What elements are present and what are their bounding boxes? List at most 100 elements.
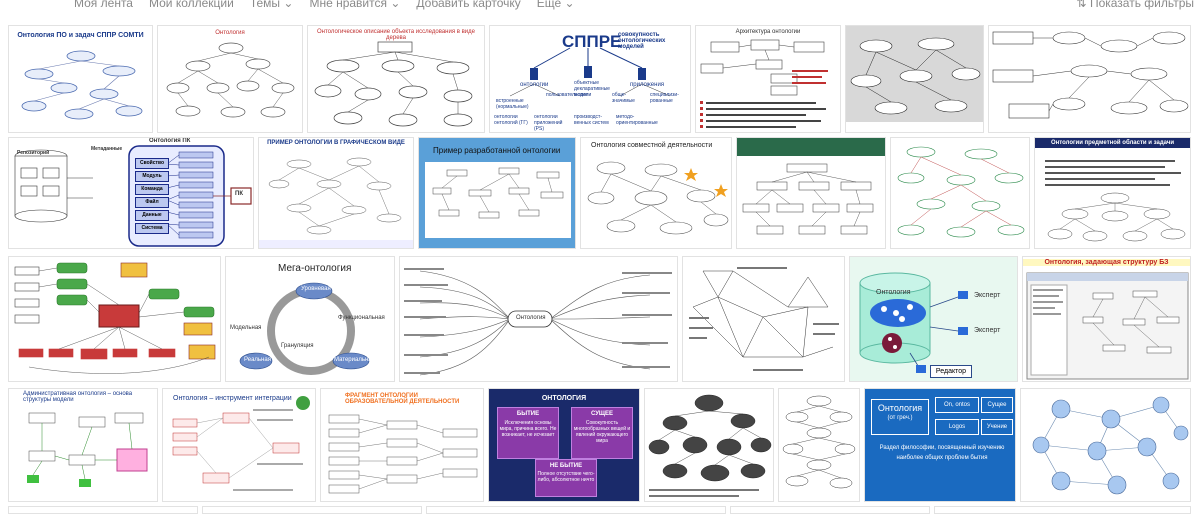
image-card[interactable]: Пример разработанной онтологии	[418, 137, 576, 249]
image-card[interactable]: Архитектура онтологии	[695, 25, 841, 133]
node-label: Грануляция	[281, 343, 314, 349]
image-card[interactable]: Онтология Эксперт Эксперт Редактор	[849, 256, 1018, 382]
concept-label: Файл	[145, 199, 159, 205]
diagram-graphic	[509, 47, 671, 97]
diagram-title: Онтология ПК	[149, 138, 191, 144]
node-label: Модельная	[230, 325, 262, 331]
image-card[interactable]: Онтология (от греч.) On, ontos Сущее Log…	[864, 388, 1016, 502]
image-card[interactable]	[730, 506, 930, 514]
node-label: Материальная	[334, 357, 375, 363]
diagram-title: Онтология	[876, 289, 911, 296]
node-box: Редактор	[930, 365, 972, 378]
nav-menu: Моя лента Мои коллекции Темы ⌄ Мне нрави…	[74, 0, 575, 10]
chevron-down-icon: ⌄	[390, 0, 401, 10]
image-card[interactable]: Онтология, задающая структуру БЗ	[1022, 256, 1191, 382]
diagram-graphic	[27, 412, 148, 487]
concept-box: НЕ БЫТИЕ Полное отсутствие чего-либо, аб…	[535, 459, 597, 497]
node-label: пользовательские	[546, 92, 588, 98]
diagram-graphic	[259, 157, 413, 248]
diagram-graphic	[1032, 396, 1189, 495]
concept-label: Команда	[141, 186, 163, 192]
word-label: Сущее	[987, 402, 1007, 408]
node-label: онтологии онтологий (ГГ)	[494, 114, 528, 126]
diagram-graphic	[1045, 160, 1186, 242]
image-card[interactable]	[988, 25, 1191, 133]
image-card[interactable]	[845, 25, 984, 133]
word-label: Logos	[948, 424, 966, 430]
nav-topics[interactable]: Темы ⌄	[250, 0, 294, 10]
card-title: СППРE	[562, 32, 622, 51]
word-box: On, ontos	[935, 397, 979, 413]
image-card[interactable]: ФРАГМЕНТ ОНТОЛОГИИ ОБРАЗОВАТЕЛЬНОЙ ДЕЯТЕ…	[320, 388, 484, 502]
node-label: онтологии	[520, 82, 549, 88]
image-card[interactable]: Онтологическое описание объекта исследов…	[307, 25, 485, 133]
nav-my-feed[interactable]: Моя лента	[74, 0, 133, 10]
nav-my-collections[interactable]: Мои коллекции	[148, 0, 234, 10]
diagram-graphic	[404, 268, 672, 376]
concept-item: Команда	[135, 184, 169, 195]
image-card[interactable]	[8, 256, 221, 382]
image-card[interactable]: ПРИМЕР ОНТОЛОГИИ В ГРАФИЧЕСКОМ ВИДЕ	[258, 137, 414, 249]
concept-label: Данные	[142, 212, 162, 218]
image-card[interactable]	[202, 506, 422, 514]
image-card[interactable]: СППРE совокупность онтологических моделе…	[489, 25, 691, 133]
node-label: методо-ориентированные	[616, 114, 658, 126]
image-card[interactable]	[736, 137, 886, 249]
top-navigation: Моя лента Мои коллекции Темы ⌄ Мне нрави…	[0, 0, 1200, 14]
concept-label: Система	[141, 225, 163, 231]
node-label: Функциональная	[338, 315, 385, 321]
card-title: Онтологическое описание объекта исследов…	[317, 29, 475, 41]
diagram-graphic	[166, 42, 295, 118]
image-card[interactable]	[934, 506, 1191, 514]
node-label: обще-значимые	[612, 92, 635, 104]
definition-text: Раздел философии, посвященный изучению н…	[879, 445, 1005, 461]
nav-add-card[interactable]: Добавить карточку	[416, 0, 521, 10]
image-card[interactable]: Административная онтология – основа стру…	[8, 388, 158, 502]
node-label: Репозиторий	[17, 150, 50, 156]
diagram-graphic	[782, 395, 856, 489]
show-filters-button[interactable]: ⇅ Показать фильтры	[1077, 0, 1194, 10]
node-label: Редактор	[935, 368, 967, 375]
diagram-graphic	[14, 262, 216, 374]
image-card[interactable]	[890, 137, 1030, 249]
image-card[interactable]: Онтология ПО и задач СППР СОМТИ	[8, 25, 153, 133]
image-card[interactable]: Онтологии предметной области и задачи	[1034, 137, 1191, 249]
concept-text: Совокупность многообразных вещей и явлен…	[573, 420, 631, 444]
title-box: Онтология (от греч.)	[871, 399, 929, 435]
image-card[interactable]	[644, 388, 774, 502]
nav-more-label: Еще	[536, 0, 562, 10]
image-card[interactable]: Онтология совместной деятельности	[580, 137, 732, 249]
image-card[interactable]: Онтология – инструмент интеграции	[162, 388, 316, 502]
node-label: встроенные (нормальные)	[496, 98, 529, 110]
filter-icon: ⇅	[1076, 0, 1087, 10]
card-title: Архитектура онтологии	[735, 29, 801, 35]
card-title: ФРАГМЕНТ ОНТОЛОГИИ ОБРАЗОВАТЕЛЬНОЙ ДЕЯТЕ…	[345, 393, 460, 405]
card-title: Онтология	[877, 403, 923, 413]
nav-more[interactable]: Еще ⌄	[537, 0, 575, 10]
word-label: On, ontos	[943, 402, 970, 408]
diagram-graphic	[328, 414, 478, 494]
image-card[interactable]: Мега-онтология Уровневая Функциональная …	[225, 256, 395, 382]
image-card[interactable]	[778, 388, 860, 502]
card-title: Мега-онтология	[278, 263, 352, 274]
concept-heading: СУЩЕЕ	[590, 411, 614, 417]
image-card[interactable]	[682, 256, 845, 382]
diagram-graphic	[587, 161, 729, 235]
node-label: Уровневая	[301, 286, 331, 292]
nav-liked[interactable]: Мне нравится ⌄	[309, 0, 400, 10]
concept-label: Модуль	[142, 173, 162, 179]
diagram-graphic	[992, 31, 1189, 119]
image-card[interactable]: Онтология ПК Репозиторий Метаданные Свой…	[8, 137, 254, 249]
image-card[interactable]	[426, 506, 726, 514]
diagram-graphic	[897, 146, 1025, 238]
card-title: Онтология – инструмент интеграции	[173, 395, 292, 402]
image-card[interactable]	[8, 506, 198, 514]
concept-text: Исключения основы мира, причина всего. Н…	[499, 420, 557, 438]
image-card[interactable]: ОНТОЛОГИЯ БЫТИЕ Исключения основы мира, …	[488, 388, 640, 502]
concept-item: Модуль	[135, 171, 169, 182]
image-card[interactable]: Онтология	[157, 25, 303, 133]
image-card[interactable]: Онтология	[399, 256, 678, 382]
diagram-graphic	[689, 267, 839, 371]
image-card[interactable]	[1020, 388, 1191, 502]
word-label: Учение	[986, 424, 1008, 430]
